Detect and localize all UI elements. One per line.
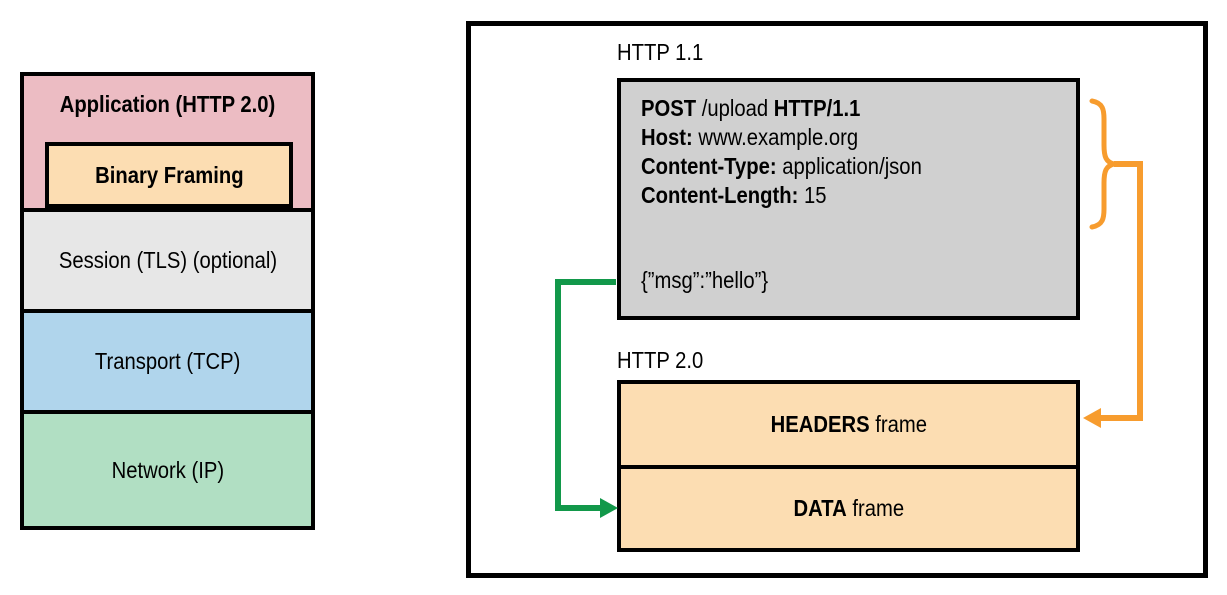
request-line: POST /upload HTTP/1.1: [641, 94, 1024, 123]
request-method: POST: [641, 95, 697, 121]
http11-label: HTTP 1.1: [617, 39, 704, 65]
headers-frame: HEADERS frame: [621, 384, 1076, 469]
layer-network: Network (IP): [24, 410, 311, 526]
http-framing-panel: HTTP 1.1 POST /upload HTTP/1.1 Host: www…: [466, 21, 1208, 578]
request-header-content-length: Content-Length: 15: [641, 182, 827, 208]
layer-application: Application (HTTP 2.0) Binary Framing: [24, 76, 311, 208]
layer-session-label: Session (TLS) (optional): [58, 247, 277, 273]
request-version: HTTP/1.1: [773, 95, 861, 121]
headers-frame-label: HEADERS frame: [770, 411, 927, 437]
data-frame-label: DATA frame: [793, 495, 904, 521]
request-body: {”msg”:”hello”}: [641, 267, 769, 293]
http20-frames-box: HEADERS frame DATA frame: [617, 380, 1080, 552]
layer-session: Session (TLS) (optional): [24, 208, 311, 309]
layer-transport: Transport (TCP): [24, 309, 311, 410]
request-path: /upload: [696, 95, 774, 121]
layer-network-label: Network (IP): [111, 456, 224, 483]
layer-binary-framing-label: Binary Framing: [94, 161, 244, 188]
layer-transport-label: Transport (TCP): [94, 348, 241, 374]
layer-binary-framing: Binary Framing: [45, 142, 293, 208]
request-header-host: Host: www.example.org: [641, 124, 859, 150]
protocol-stack: Application (HTTP 2.0) Binary Framing Se…: [20, 72, 315, 530]
request-header-content-type: Content-Type: application/json: [641, 153, 922, 179]
http11-request-box: POST /upload HTTP/1.1 Host: www.example.…: [617, 78, 1080, 320]
http20-label: HTTP 2.0: [617, 347, 704, 373]
data-frame: DATA frame: [621, 469, 1076, 548]
layer-application-label: Application (HTTP 2.0): [59, 91, 276, 117]
